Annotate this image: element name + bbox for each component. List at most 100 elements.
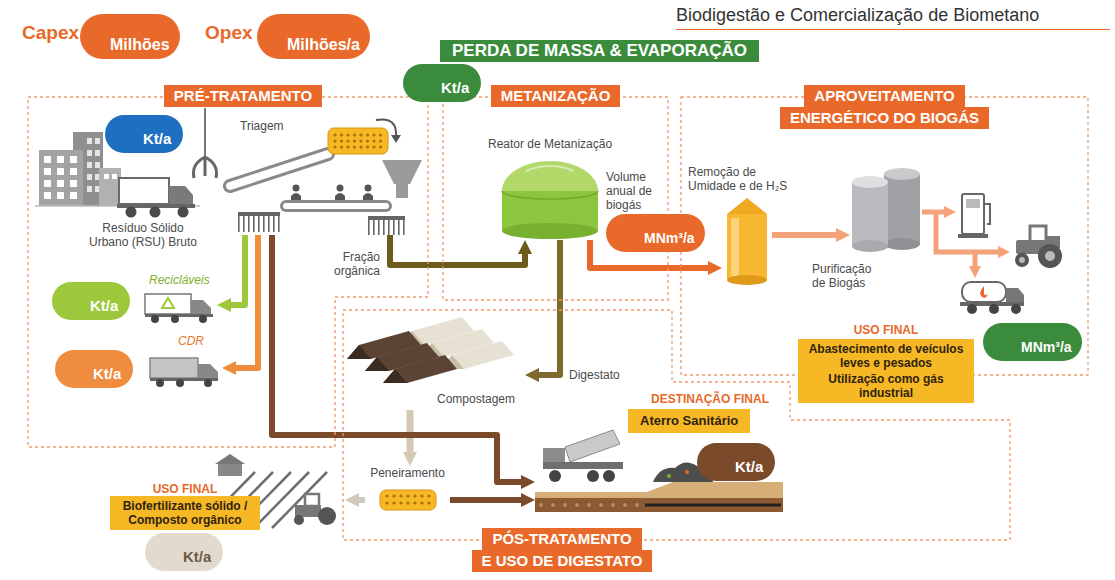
sorting-unit-art xyxy=(335,193,345,200)
sorting-unit-art xyxy=(379,133,382,136)
landfill-art xyxy=(587,470,599,482)
cost-badge: OpexMilhões/a xyxy=(205,14,370,59)
node-text: Opex xyxy=(205,22,253,44)
stage-region-art xyxy=(28,97,428,447)
truck-label: Recicláveis xyxy=(149,273,210,287)
screen-drum-art xyxy=(427,501,430,504)
sorting-unit-art xyxy=(353,139,356,142)
cost-badge: CapexMilhões xyxy=(22,14,180,59)
sorting-unit-art xyxy=(286,200,386,212)
sorting-unit-art xyxy=(383,216,385,235)
waste-source-art xyxy=(87,138,92,144)
landfill-art xyxy=(565,430,620,462)
truck-art xyxy=(150,358,218,387)
waste-source-art xyxy=(99,168,121,206)
end-use-box-art xyxy=(318,507,336,525)
flow-arrow xyxy=(272,235,521,482)
node-text: METANIZAÇÃO xyxy=(491,85,621,107)
node-text: Volume anual de biogás xyxy=(606,170,668,212)
fuel-pump-icon-part xyxy=(958,234,988,238)
node-text: Kt/a xyxy=(735,458,763,476)
sorting-unit-art xyxy=(286,203,386,209)
value-pill-shape: Kt/a xyxy=(52,282,130,320)
region-heading: PÓS-TRATAMENTO xyxy=(432,528,692,550)
node-text: DESTINAÇÃO FINAL xyxy=(635,392,785,406)
sorting-unit-art xyxy=(291,193,301,200)
treatment-tank-art xyxy=(727,275,767,285)
landfill-art xyxy=(551,503,555,507)
gas-truck-icon-part xyxy=(989,304,999,314)
waste-source-art xyxy=(112,174,117,179)
sorting-unit-art xyxy=(366,133,369,136)
landfill-art xyxy=(539,503,543,507)
waste-source-art xyxy=(44,180,51,187)
sorting-unit-art xyxy=(379,139,382,142)
screen-drum-art xyxy=(399,501,402,504)
flow-arrow xyxy=(539,240,560,375)
screen-drum-art xyxy=(420,494,423,497)
stage-region-art xyxy=(681,97,1088,375)
waste-source-art xyxy=(95,162,100,168)
waste-source-art xyxy=(39,150,83,206)
waste-source-art xyxy=(95,150,100,156)
fuel-pump-icon-part xyxy=(962,194,984,234)
waste-source-art xyxy=(87,150,92,156)
screen-drum: Peneiramento xyxy=(365,466,450,514)
landfill-art xyxy=(563,503,567,507)
box-heading: USO FINAL xyxy=(140,482,230,496)
truck-art xyxy=(156,379,164,387)
flow-arrow xyxy=(772,232,836,238)
landfill-art xyxy=(603,470,615,482)
truck-art xyxy=(145,294,191,314)
region-heading: E USO DE DIGESTATO xyxy=(432,550,692,572)
value-pill: Kt/a xyxy=(52,282,131,320)
truck-art xyxy=(145,290,217,324)
flow-arrow xyxy=(231,235,245,305)
sorting-unit-art xyxy=(373,216,375,235)
treatment-tank-art xyxy=(722,198,772,288)
landfill-art xyxy=(543,448,565,464)
loss-band: PERDA DE MASSA & EVAPORAÇÃO xyxy=(440,40,760,62)
value-pill-shape: MNm³/a xyxy=(983,323,1082,361)
screen-drum-art xyxy=(392,501,395,504)
digester-art xyxy=(502,223,598,239)
node-text: E USO DE DIGESTATO xyxy=(472,550,653,572)
tractor-icon-part xyxy=(1019,257,1025,263)
flow-arrow xyxy=(450,497,521,503)
waste-source-art xyxy=(70,168,77,175)
yellow-box: Biofertilizante sólido / Composto orgâni… xyxy=(110,496,260,530)
fuel-pump-icon xyxy=(958,194,990,238)
gas-truck-icon-part xyxy=(980,286,987,298)
landfill-art xyxy=(587,503,591,507)
purifier: Purificação de Biogás xyxy=(850,168,922,250)
gas-truck-icon-part xyxy=(1011,304,1021,314)
node-text: Utilização como gás industrial xyxy=(804,372,968,400)
value-pill-shape: Milhões/a xyxy=(257,14,370,59)
sorting-unit-art xyxy=(328,128,388,154)
treatment-tank-art xyxy=(727,214,767,280)
fuel-arrows xyxy=(922,212,998,266)
sorting-unit-art xyxy=(353,145,356,148)
landfill-art xyxy=(635,503,639,507)
node-text: Purificação de Biogás xyxy=(812,262,884,290)
sorting-unit-art xyxy=(253,212,255,232)
flow-arrow xyxy=(236,235,258,368)
sorting-unit-art xyxy=(398,216,400,235)
waste-source-art xyxy=(57,180,64,187)
fuel-pump-icon-part xyxy=(984,204,990,224)
truck-art xyxy=(191,300,211,316)
truck-art xyxy=(145,294,213,323)
waste-source-art xyxy=(70,156,77,163)
sorting-unit-art xyxy=(230,154,328,186)
waste-source-art xyxy=(104,174,109,179)
sorting-unit-art xyxy=(333,133,336,136)
node-text: Reator de Metanização xyxy=(488,137,612,151)
waste-source-art xyxy=(70,192,77,199)
truck: CDR xyxy=(150,350,222,388)
purifier-art xyxy=(850,168,922,250)
waste-source-art xyxy=(35,132,200,218)
truck-art xyxy=(199,315,207,323)
waste-source-art xyxy=(57,156,64,163)
sorting-unit-art xyxy=(193,108,422,235)
landfill-art xyxy=(575,503,579,507)
